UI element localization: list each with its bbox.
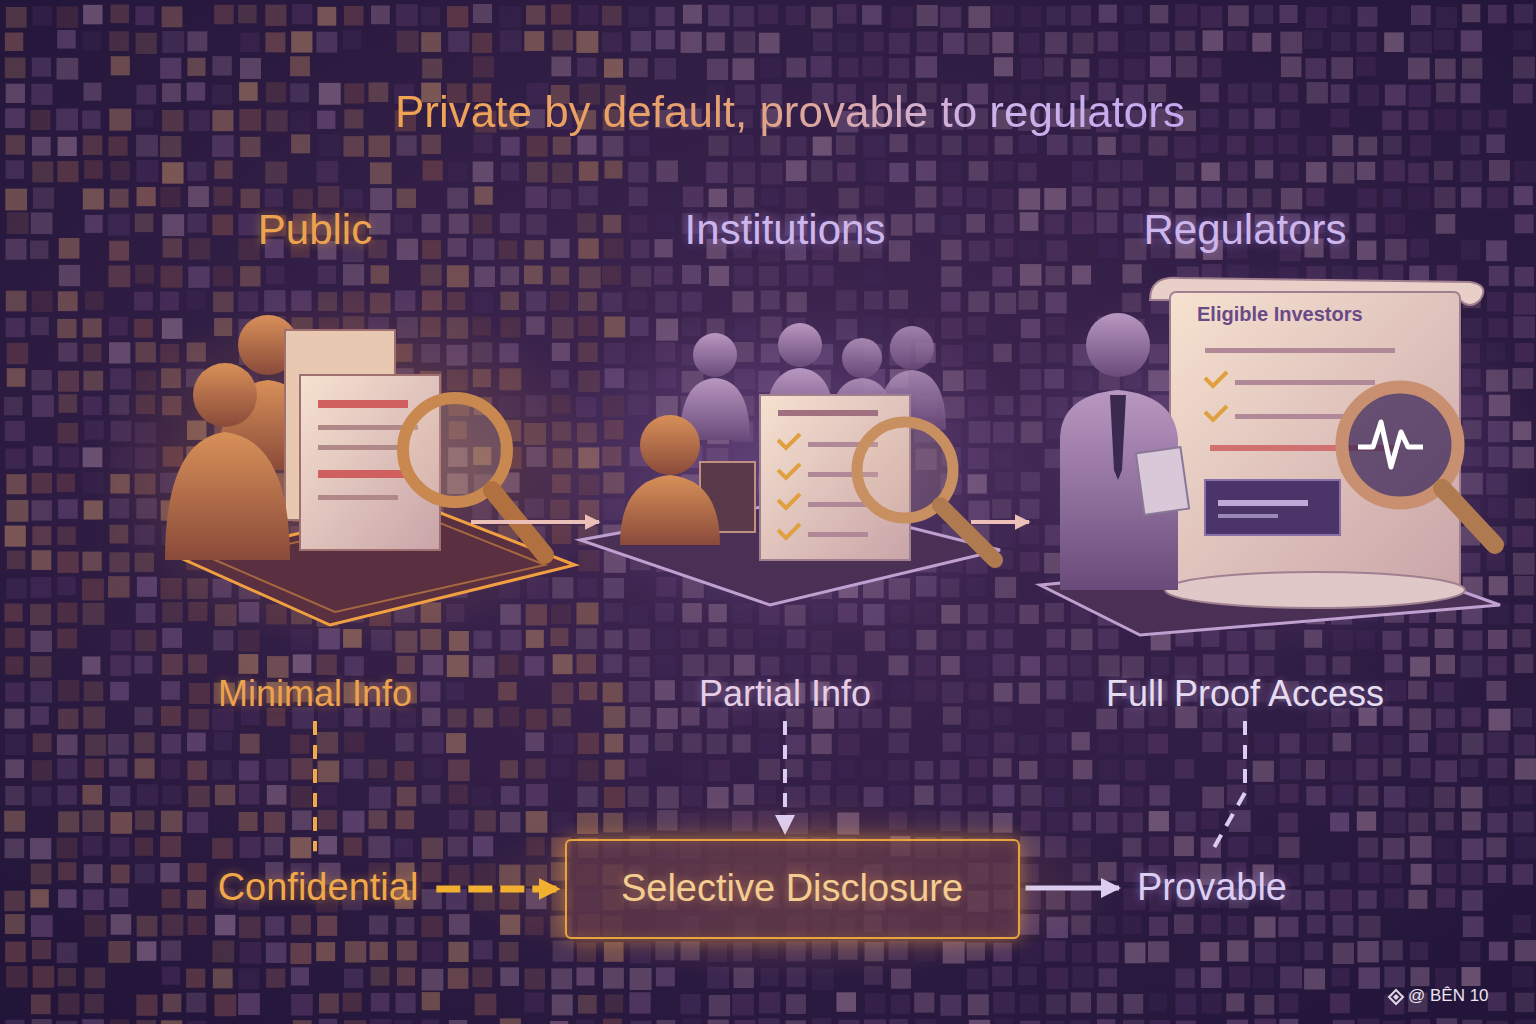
background: [0, 0, 1536, 1024]
